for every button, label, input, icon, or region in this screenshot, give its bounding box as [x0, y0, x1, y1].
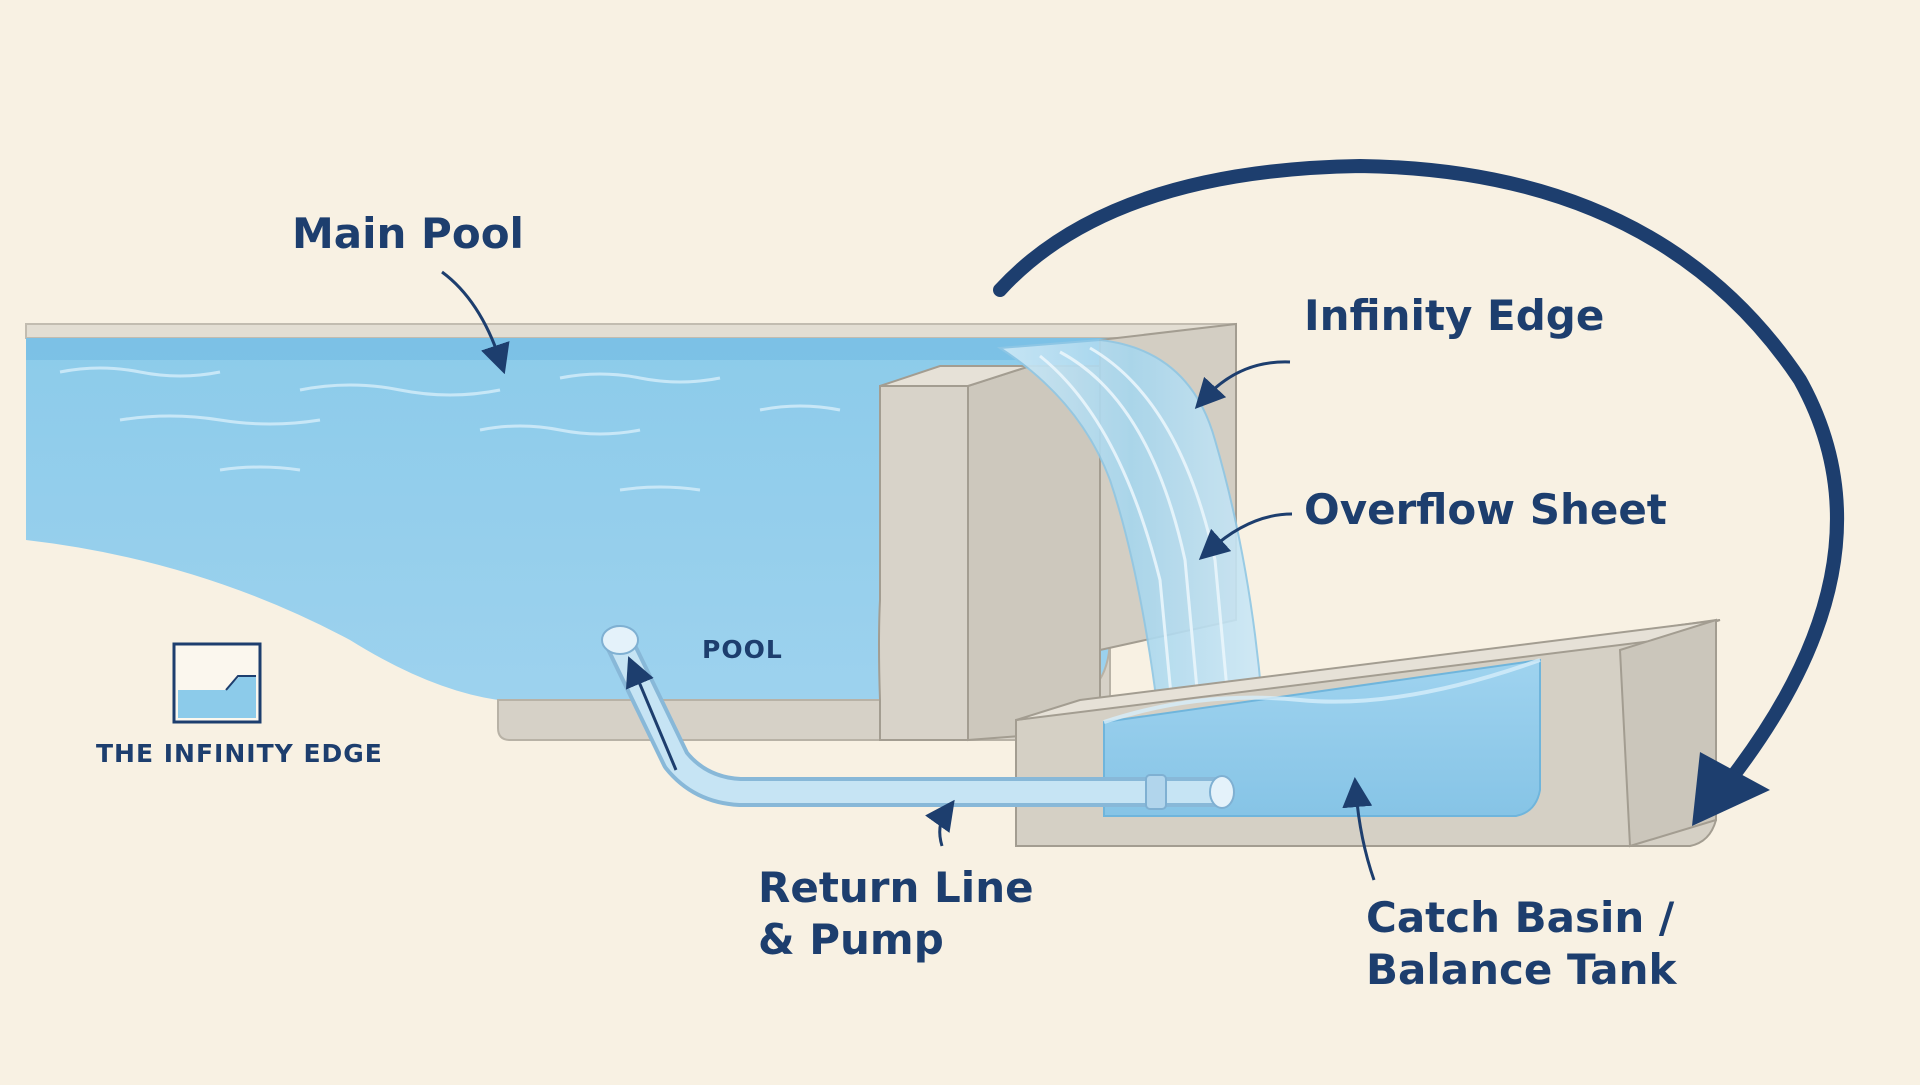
- pipe-outlet: [1209, 775, 1235, 809]
- label-pool-tag: POOL: [702, 635, 783, 664]
- pipe-inlet: [601, 625, 639, 655]
- callout-arrows: [441, 270, 1376, 881]
- label-catch-basin-2: Balance Tank: [1366, 945, 1677, 994]
- label-main-pool: Main Pool: [292, 209, 524, 258]
- catch-basin-top-rim: [1015, 619, 1721, 721]
- label-catch-basin-1: Catch Basin /: [1366, 893, 1675, 942]
- catch-basin-water-surface: [1103, 658, 1541, 724]
- pool-surface: [26, 338, 1110, 360]
- curved-arrow-icon: [1692, 752, 1770, 826]
- label-return-line-2: & Pump: [758, 915, 944, 964]
- flow-arrow-up-pipe: [625, 656, 678, 771]
- pool-back-rim: [25, 323, 1237, 339]
- label-overflow-sheet: Overflow Sheet: [1304, 485, 1667, 534]
- recirculation-arrow: [993, 158, 1845, 787]
- main-pool-water: [26, 338, 1110, 700]
- pipe-coupling: [1145, 774, 1167, 810]
- catch-basin-right-wall: [1618, 618, 1717, 848]
- logo-caption: THE INFINITY EDGE: [96, 739, 383, 768]
- infinity-edge-wall-front: [878, 385, 969, 741]
- water-ripples: [59, 366, 841, 492]
- label-return-line-1: Return Line: [758, 863, 1034, 912]
- logo: THE INFINITY EDGE: [96, 642, 383, 768]
- return-line-pipe-inner: [607, 629, 1227, 803]
- label-infinity-edge: Infinity Edge: [1304, 291, 1604, 340]
